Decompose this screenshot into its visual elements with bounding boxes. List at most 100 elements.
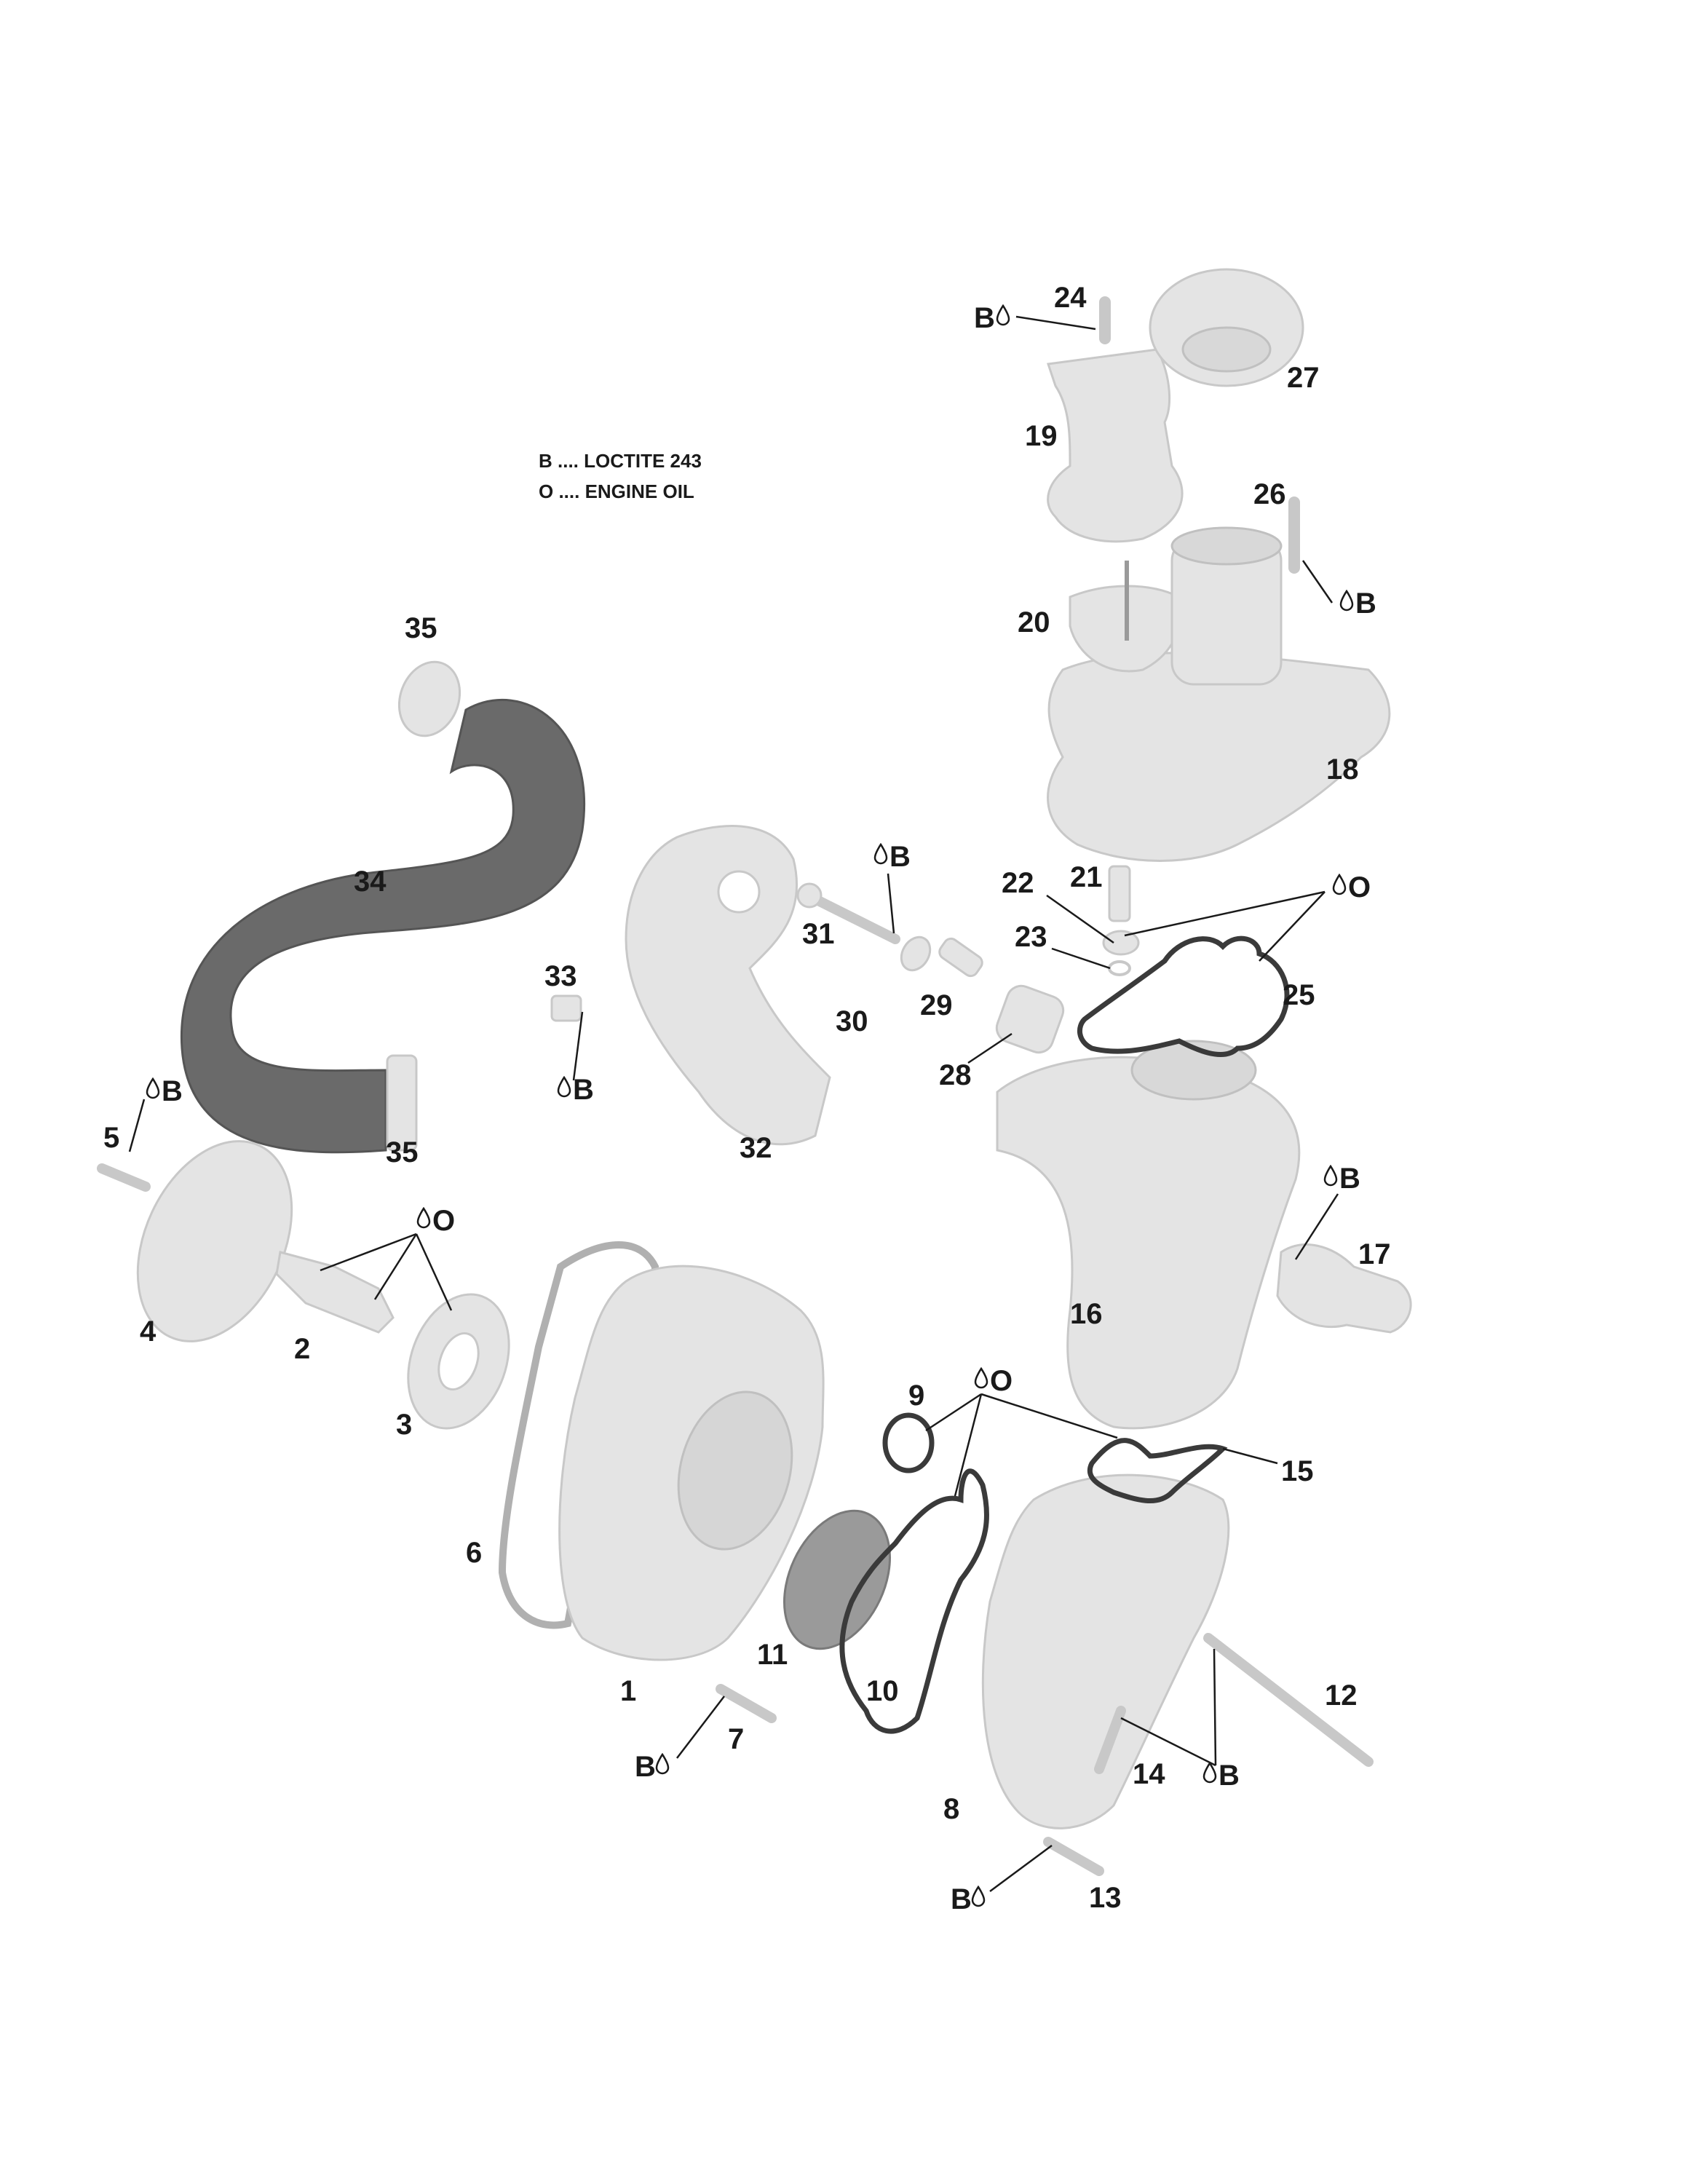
marker-o-2: O	[432, 1205, 455, 1237]
part-34-hose	[180, 698, 585, 1154]
callout-32: 32	[740, 1132, 772, 1164]
part-7-bolt	[716, 1684, 777, 1723]
drop-icon	[1339, 590, 1354, 612]
callout-20: 20	[1018, 606, 1050, 638]
part-21-insert	[1108, 865, 1131, 922]
callout-6: 6	[466, 1537, 482, 1569]
callout-30: 30	[836, 1005, 868, 1037]
drop-icon	[996, 304, 1010, 326]
part-29-spacer	[938, 937, 983, 978]
application-markers: B B O B B B O B O B B B	[146, 302, 1376, 1915]
marker-b-26: B	[1355, 587, 1376, 620]
callout-27: 27	[1287, 362, 1320, 394]
marker-o-25: O	[1348, 871, 1371, 903]
legend-engine-oil: O .... ENGINE OIL	[539, 480, 694, 502]
marker-b-5: B	[162, 1075, 183, 1107]
callout-21: 21	[1070, 861, 1103, 893]
callout-35-bottom: 35	[386, 1136, 419, 1168]
callout-22: 22	[1002, 867, 1034, 899]
part-30-washer	[900, 935, 932, 972]
callout-24: 24	[1054, 282, 1087, 314]
drop-icon	[1332, 874, 1347, 895]
callout-3: 3	[396, 1409, 412, 1441]
callout-25: 25	[1283, 979, 1315, 1011]
callout-15: 15	[1281, 1455, 1314, 1487]
part-8-lower-housing	[981, 1473, 1230, 1829]
callout-26: 26	[1253, 478, 1286, 510]
part-2-impeller-shaft	[275, 1251, 395, 1334]
part-10-gasket-ring	[839, 1468, 990, 1734]
callout-12: 12	[1325, 1679, 1358, 1712]
drop-icon	[974, 1367, 988, 1389]
part-19-thermostat	[1047, 348, 1184, 543]
drop-icon	[146, 1077, 160, 1099]
part-17-sensor	[1276, 1243, 1412, 1334]
part-13-bolt	[1043, 1837, 1104, 1876]
callout-1: 1	[620, 1675, 636, 1707]
legend: B .... LOCTITE 243 O .... ENGINE OIL	[539, 450, 702, 502]
callout-8: 8	[943, 1793, 959, 1825]
drop-icon	[873, 843, 888, 865]
part-15-seal	[1087, 1438, 1228, 1504]
part-14-bolt	[1094, 1706, 1126, 1774]
drop-icon	[1323, 1165, 1338, 1187]
callout-4: 4	[140, 1315, 156, 1348]
part-32-bracket	[625, 825, 831, 1146]
drop-icon	[655, 1753, 670, 1775]
drop-icon	[1202, 1762, 1217, 1784]
part-9-o-ring	[882, 1412, 935, 1473]
part-33-fitting	[550, 994, 582, 1022]
callout-numbers: 24 27 19 26 20 18 35 34 21 22 23 31 25 3…	[103, 282, 1391, 1914]
marker-b-24: B	[974, 302, 995, 334]
part-27-cap	[1149, 268, 1304, 387]
drop-icon	[557, 1076, 571, 1098]
part-35-bottom-clamp	[386, 1054, 418, 1152]
marker-b-13: B	[951, 1883, 972, 1915]
callout-19: 19	[1025, 420, 1058, 452]
callout-34: 34	[354, 866, 387, 898]
marker-o-9: O	[990, 1365, 1013, 1397]
callout-16: 16	[1070, 1298, 1103, 1330]
part-5-bolt	[97, 1163, 151, 1192]
callout-14: 14	[1133, 1758, 1165, 1790]
part-31-bolt	[796, 882, 900, 944]
marker-b-17: B	[1339, 1163, 1360, 1195]
callout-18: 18	[1326, 753, 1359, 786]
marker-b-12: B	[1219, 1760, 1240, 1792]
callout-13: 13	[1089, 1882, 1122, 1914]
part-28-bushing	[995, 984, 1065, 1054]
part-1-pump-housing	[558, 1265, 825, 1661]
callout-9: 9	[908, 1380, 924, 1412]
part-11-plate	[782, 1509, 892, 1650]
callout-33: 33	[544, 960, 577, 992]
callout-11: 11	[757, 1639, 788, 1671]
marker-b-31: B	[889, 841, 911, 873]
part-20-seal	[1069, 561, 1183, 673]
callout-10: 10	[866, 1675, 899, 1707]
part-35-top-clamp	[397, 660, 461, 737]
part-23-o-ring	[1108, 960, 1131, 976]
part-3-seal	[407, 1293, 510, 1430]
callout-28: 28	[939, 1059, 972, 1091]
callout-23: 23	[1015, 921, 1047, 953]
drop-icon	[416, 1207, 431, 1229]
marker-b-7: B	[635, 1751, 656, 1783]
callout-17: 17	[1358, 1238, 1391, 1270]
callout-35-top: 35	[405, 612, 437, 644]
legend-loctite: B .... LOCTITE 243	[539, 450, 702, 472]
callout-29: 29	[920, 989, 953, 1021]
callout-2: 2	[294, 1333, 310, 1365]
drop-icon	[971, 1886, 986, 1907]
part-16-outlet-housing	[996, 1040, 1301, 1430]
part-12-long-bolt	[1203, 1633, 1374, 1767]
callout-5: 5	[103, 1122, 119, 1154]
callout-7: 7	[728, 1723, 744, 1755]
part-25-gasket	[1077, 935, 1290, 1058]
marker-b-33: B	[573, 1074, 594, 1106]
callout-31: 31	[802, 918, 835, 950]
part-18-neck	[1170, 526, 1283, 686]
leader-lines	[128, 315, 1339, 1893]
part-22-plug	[1102, 930, 1140, 956]
part-18-housing	[1047, 652, 1391, 862]
